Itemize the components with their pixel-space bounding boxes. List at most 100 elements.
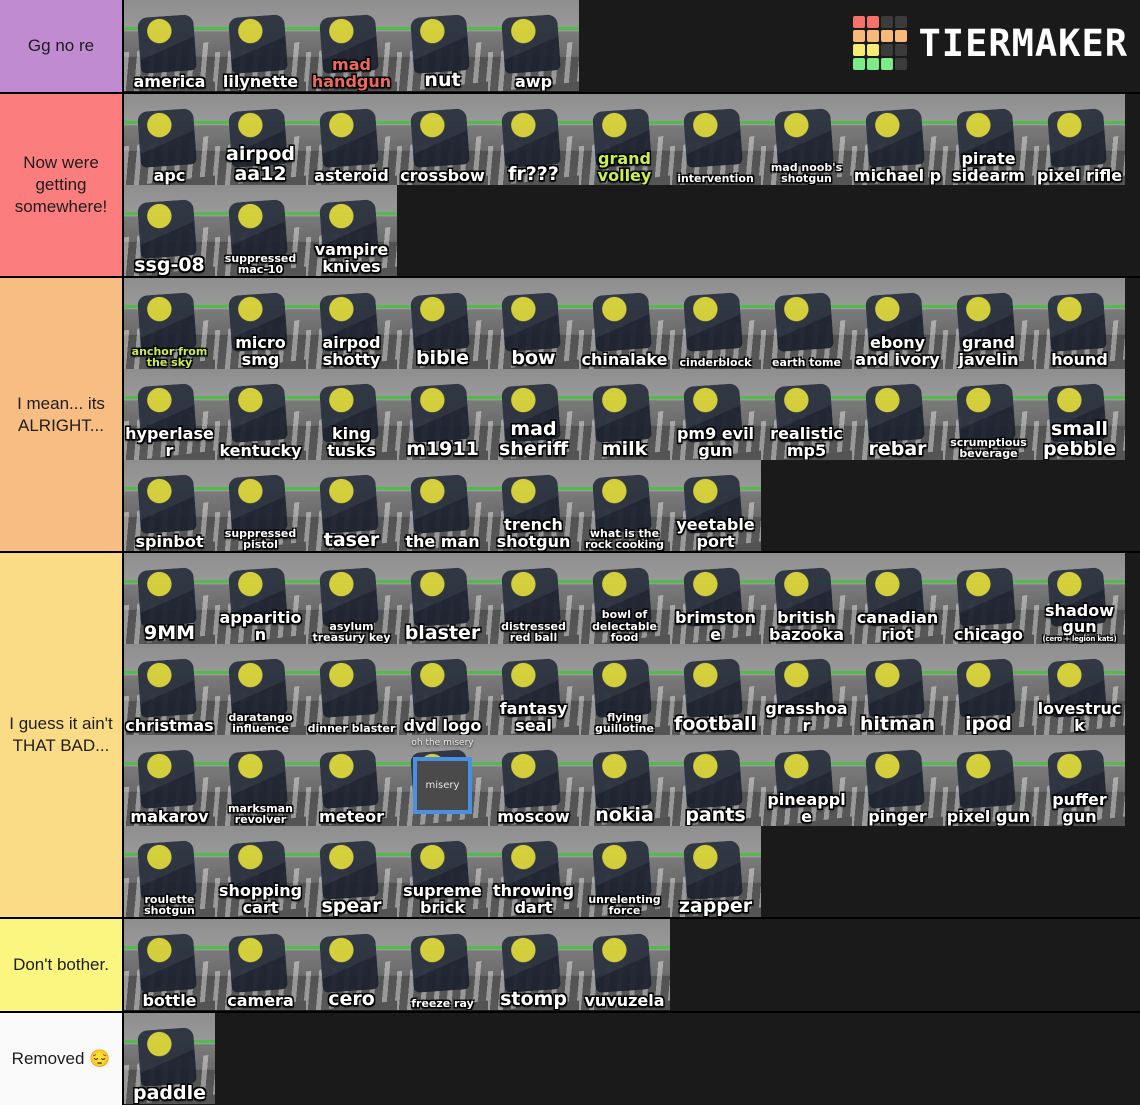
tier-item-chinalake[interactable]: chinalake [579, 278, 670, 369]
tier-item-pm9-evil-gun[interactable]: pm9 evil gun [670, 369, 761, 460]
tier-item-bottle[interactable]: bottle [124, 919, 215, 1010]
tier-item-spear[interactable]: spear [306, 826, 397, 917]
tier-item-anchor-from-the-sky[interactable]: anchor from the sky [124, 278, 215, 369]
tier-item-rebar[interactable]: rebar [852, 369, 943, 460]
tier-item-freeze-ray[interactable]: freeze ray [397, 919, 488, 1010]
tier-item-mad-sheriff[interactable]: mad sheriff [488, 369, 579, 460]
tier-item-lilynette[interactable]: lilynette [215, 0, 306, 91]
tier-item-grand-volley[interactable]: grand volley [579, 94, 670, 185]
tier-item-taser[interactable]: taser [306, 460, 397, 551]
tier-item-bowl-of-delectable-food[interactable]: bowl of delectable food [579, 553, 670, 644]
tier-item-earth-tome[interactable]: earth tome [761, 278, 852, 369]
tier-item-hyperlaser[interactable]: hyperlaser [124, 369, 215, 460]
tier-item-small-pebble[interactable]: small pebble [1034, 369, 1125, 460]
tier-item-fantasy-seal[interactable]: fantasy seal [488, 644, 579, 735]
tier-item-stomp[interactable]: stomp [488, 919, 579, 1010]
tier-item-asteroid[interactable]: asteroid [306, 94, 397, 185]
tier-item-hitman[interactable]: hitman [852, 644, 943, 735]
tier-item-roulette-shotgun[interactable]: roulette shotgun [124, 826, 215, 917]
tier-item-zapper[interactable]: zapper [670, 826, 761, 917]
tier-item-realistic-mp5[interactable]: realistic mp5 [761, 369, 852, 460]
tier-item-cinderblock[interactable]: cinderblock [670, 278, 761, 369]
tier-item-marksman-revolver[interactable]: marksman revolver [215, 735, 306, 826]
tier-item-ssg-08[interactable]: ssg-08 [124, 185, 215, 276]
tier-item-mad-handgun[interactable]: mad handgun [306, 0, 397, 91]
tier-label-i-guess-it-ain-t-that-bad[interactable]: I guess it ain't THAT BAD... [0, 553, 124, 917]
tier-item-apparition[interactable]: apparition [215, 553, 306, 644]
tier-item-meteor[interactable]: meteor [306, 735, 397, 826]
tier-item-chicago[interactable]: chicago [943, 553, 1034, 644]
tier-item-9mm[interactable]: 9MM [124, 553, 215, 644]
tier-item-moscow[interactable]: moscow [488, 735, 579, 826]
tier-item-cero[interactable]: cero [306, 919, 397, 1010]
tier-item-canadian-riot[interactable]: canadian riot [852, 553, 943, 644]
tier-item-m1911[interactable]: m1911 [397, 369, 488, 460]
tier-item-shadow-gun[interactable]: shadow gun(cero + legion kats) [1034, 553, 1125, 644]
tier-item-scrumptious-beverage[interactable]: scrumptious beverage [943, 369, 1034, 460]
tier-item-airpod-aa12[interactable]: airpod aa12 [215, 94, 306, 185]
tier-item-blaster[interactable]: blaster [397, 553, 488, 644]
tier-item-lovestruck[interactable]: lovestruck [1034, 644, 1125, 735]
tier-label-removed[interactable]: Removed 😔 [0, 1013, 124, 1105]
tier-item-trench-shotgun[interactable]: trench shotgun [488, 460, 579, 551]
tier-item-daratango-influence[interactable]: daratango influence [215, 644, 306, 735]
tier-item-airpod-shotty[interactable]: airpod shotty [306, 278, 397, 369]
tier-item-pineapple[interactable]: pineapple [761, 735, 852, 826]
tier-item-vampire-knives[interactable]: vampire knives [306, 185, 397, 276]
tier-item-pinger[interactable]: pinger [852, 735, 943, 826]
tier-item-distressed-red-ball[interactable]: distressed red ball [488, 553, 579, 644]
tier-item-pixel-gun[interactable]: pixel gun [943, 735, 1034, 826]
tier-item-grasshoar[interactable]: grasshoar [761, 644, 852, 735]
tier-item-milk[interactable]: milk [579, 369, 670, 460]
tier-item-nokia[interactable]: nokia [579, 735, 670, 826]
tier-item-unrelenting-force[interactable]: unrelenting force [579, 826, 670, 917]
tier-item-fr[interactable]: fr??? [488, 94, 579, 185]
tier-item-awp[interactable]: awp [488, 0, 579, 91]
tier-item-mad-noob-s-shotgun[interactable]: mad noob's shotgun [761, 94, 852, 185]
tier-item-intervention[interactable]: intervention [670, 94, 761, 185]
tier-item-apc[interactable]: apc [124, 94, 215, 185]
tier-item-shopping-cart[interactable]: shopping cart [215, 826, 306, 917]
tier-item-vuvuzela[interactable]: vuvuzela [579, 919, 670, 1010]
tier-item-throwing-dart[interactable]: throwing dart [488, 826, 579, 917]
tier-item-ipod[interactable]: ipod [943, 644, 1034, 735]
tier-item-king-tusks[interactable]: king tusks [306, 369, 397, 460]
tier-item-supreme-brick[interactable]: supreme brick [397, 826, 488, 917]
tier-item-pirate-sidearm[interactable]: pirate sidearm [943, 94, 1034, 185]
tier-item-crossbow[interactable]: crossbow [397, 94, 488, 185]
tier-item-dvd-logo[interactable]: dvd logo [397, 644, 488, 735]
tier-item-flying-guillotine[interactable]: flying guillotine [579, 644, 670, 735]
tier-item-hound[interactable]: hound [1034, 278, 1125, 369]
tier-item-british-bazooka[interactable]: british bazooka [761, 553, 852, 644]
tier-item-pixel-rifle[interactable]: pixel rifle [1034, 94, 1125, 185]
tier-item-camera[interactable]: camera [215, 919, 306, 1010]
tier-label-i-mean-its-alright[interactable]: I mean... its ALRIGHT... [0, 278, 124, 551]
tier-item-puffer-gun[interactable]: puffer gun [1034, 735, 1125, 826]
tier-item-paddle[interactable]: paddle [124, 1013, 215, 1104]
tier-label-gg-no-re[interactable]: Gg no re [0, 0, 124, 92]
tier-item-football[interactable]: football [670, 644, 761, 735]
tier-item-america[interactable]: america [124, 0, 215, 91]
tier-item-dinner-blaster[interactable]: dinner blaster [306, 644, 397, 735]
tier-item-bible[interactable]: bible [397, 278, 488, 369]
tier-item-suppressed-pistol[interactable]: suppressed pistol [215, 460, 306, 551]
tier-item-spinbot[interactable]: spinbot [124, 460, 215, 551]
tier-item-the-man[interactable]: the man [397, 460, 488, 551]
tier-item-brimstone[interactable]: brimstone [670, 553, 761, 644]
tier-item-yeetable-port[interactable]: yeetable port [670, 460, 761, 551]
tier-item-makarov[interactable]: makarov [124, 735, 215, 826]
tier-item-suppressed-mac-10[interactable]: suppressed mac-10 [215, 185, 306, 276]
tier-item-asylum-treasury-key[interactable]: asylum treasury key [306, 553, 397, 644]
tier-item-what-is-the-rock-cooking[interactable]: what is the rock cooking [579, 460, 670, 551]
tier-item-pants[interactable]: pants [670, 735, 761, 826]
tier-item-michael-p[interactable]: michael p [852, 94, 943, 185]
tier-item-micro-smg[interactable]: micro smg [215, 278, 306, 369]
tier-item-kentucky[interactable]: kentucky [215, 369, 306, 460]
tier-item-ebony-and-ivory[interactable]: ebony and ivory [852, 278, 943, 369]
tier-label-don-t-bother[interactable]: Don't bother. [0, 919, 124, 1011]
tier-item-grand-javelin[interactable]: grand javelin [943, 278, 1034, 369]
tier-item-nut[interactable]: nut [397, 0, 488, 91]
tier-item-christmas[interactable]: christmas [124, 644, 215, 735]
tier-item-bow[interactable]: bow [488, 278, 579, 369]
